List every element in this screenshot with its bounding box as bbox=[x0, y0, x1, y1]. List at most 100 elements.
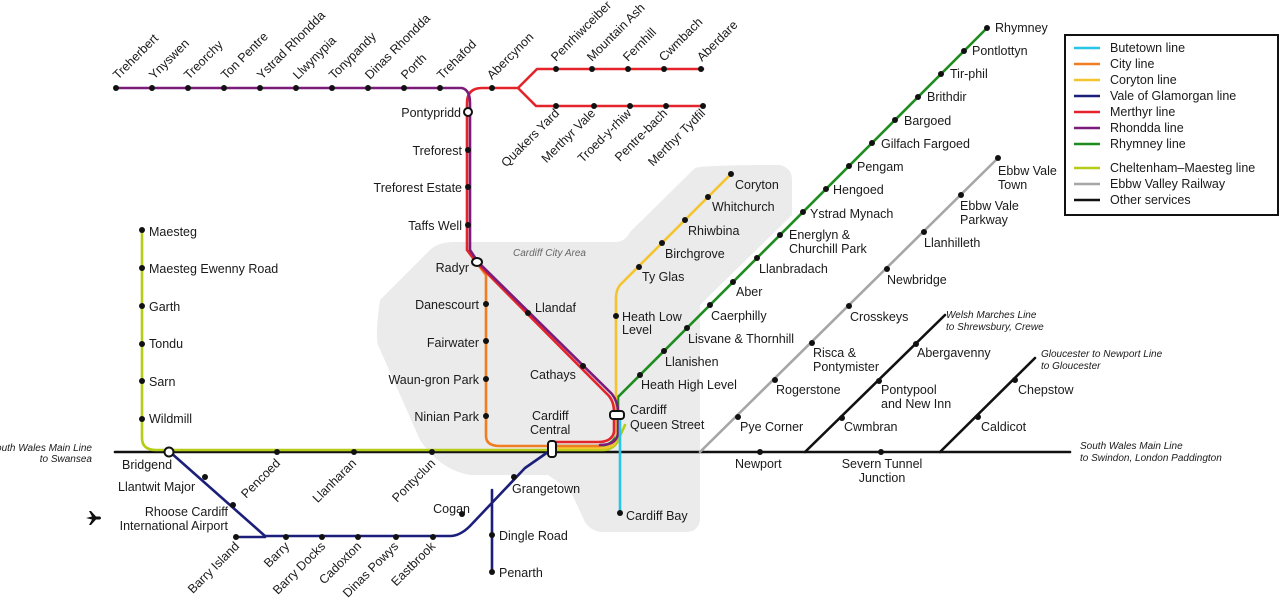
station-garth[interactable]: Garth bbox=[149, 300, 180, 314]
station-dot[interactable] bbox=[627, 103, 633, 109]
station-brithdir[interactable]: Brithdir bbox=[927, 90, 967, 104]
cardiff-central-interchange[interactable] bbox=[547, 440, 557, 458]
station-waun-gron-park[interactable]: Waun-gron Park bbox=[388, 373, 479, 387]
station-ystrad-mynach[interactable]: Ystrad Mynach bbox=[810, 207, 893, 221]
station-tondu[interactable]: Tondu bbox=[149, 337, 183, 351]
station-birchgrove[interactable]: Birchgrove bbox=[665, 247, 725, 261]
station-pencoed[interactable]: Pencoed bbox=[238, 456, 283, 501]
station-dot[interactable] bbox=[355, 534, 361, 540]
station-severn-tunnel-1[interactable]: Severn Tunnel bbox=[842, 457, 923, 471]
station-risca-2[interactable]: Pontymister bbox=[813, 360, 879, 374]
station-llanbradach[interactable]: Llanbradach bbox=[759, 262, 828, 276]
station-dot[interactable] bbox=[139, 416, 145, 422]
station-llantwit-major[interactable]: Llantwit Major bbox=[118, 480, 195, 494]
station-heath-low-level-1[interactable]: Heath Low bbox=[622, 310, 683, 324]
station-dot[interactable] bbox=[465, 222, 471, 228]
station-cardiff-queen-street-2[interactable]: Queen Street bbox=[630, 418, 705, 432]
station-dot[interactable] bbox=[661, 348, 667, 354]
station-dot[interactable] bbox=[580, 363, 586, 369]
station-dot[interactable] bbox=[839, 415, 845, 421]
station-dot[interactable] bbox=[591, 103, 597, 109]
station-dot[interactable] bbox=[636, 264, 642, 270]
station-dot[interactable] bbox=[730, 279, 736, 285]
station-dot[interactable] bbox=[483, 376, 489, 382]
station-dot[interactable] bbox=[705, 194, 711, 200]
station-whitchurch[interactable]: Whitchurch bbox=[712, 200, 775, 214]
station-dot[interactable] bbox=[876, 378, 882, 384]
station-pontypool-1[interactable]: Pontypool bbox=[881, 383, 937, 397]
station-cardiff-queen-street-1[interactable]: Cardiff bbox=[630, 403, 667, 417]
station-dot[interactable] bbox=[754, 255, 760, 261]
station-dot[interactable] bbox=[757, 449, 763, 455]
station-barry[interactable]: Barry bbox=[261, 539, 293, 571]
station-dot[interactable] bbox=[489, 85, 495, 91]
station-dot[interactable] bbox=[553, 66, 559, 72]
station-dot[interactable] bbox=[483, 413, 489, 419]
station-dot[interactable] bbox=[961, 48, 967, 54]
station-severn-tunnel-2[interactable]: Junction bbox=[859, 471, 906, 485]
station-pontypridd[interactable]: Pontypridd bbox=[401, 106, 461, 120]
station-treforest-estate[interactable]: Treforest Estate bbox=[374, 181, 463, 195]
station-gilfach-fargoed[interactable]: Gilfach Fargoed bbox=[881, 137, 970, 151]
station-newport[interactable]: Newport bbox=[735, 457, 782, 471]
station-dot[interactable] bbox=[525, 310, 531, 316]
station-dot[interactable] bbox=[257, 85, 263, 91]
station-treforest[interactable]: Treforest bbox=[412, 144, 462, 158]
station-pengam[interactable]: Pengam bbox=[857, 160, 904, 174]
station-penrhiwceiber[interactable]: Penrhiwceiber bbox=[548, 0, 614, 64]
pontypridd-interchange[interactable] bbox=[463, 107, 473, 117]
station-dot[interactable] bbox=[823, 186, 829, 192]
station-abergavenny[interactable]: Abergavenny bbox=[917, 346, 991, 360]
station-dot[interactable] bbox=[698, 66, 704, 72]
station-cogan[interactable]: Cogan bbox=[433, 502, 470, 516]
station-dot[interactable] bbox=[459, 511, 465, 517]
station-dot[interactable] bbox=[617, 510, 623, 516]
station-ty-glas[interactable]: Ty Glas bbox=[642, 270, 684, 284]
station-cardiff-central-1[interactable]: Cardiff bbox=[532, 409, 569, 423]
station-dot[interactable] bbox=[846, 303, 852, 309]
station-dot[interactable] bbox=[777, 232, 783, 238]
station-ebbw-vale-town-1[interactable]: Ebbw Vale bbox=[998, 164, 1057, 178]
station-dingle-road[interactable]: Dingle Road bbox=[499, 529, 568, 543]
station-dot[interactable] bbox=[293, 85, 299, 91]
station-dot[interactable] bbox=[185, 85, 191, 91]
station-risca-1[interactable]: Risca & bbox=[813, 346, 857, 360]
station-fairwater[interactable]: Fairwater bbox=[427, 336, 479, 350]
station-penarth[interactable]: Penarth bbox=[499, 566, 543, 580]
station-dot[interactable] bbox=[809, 340, 815, 346]
station-rhoose-1[interactable]: Rhoose Cardiff bbox=[145, 505, 229, 519]
station-dot[interactable] bbox=[846, 163, 852, 169]
station-ninian-park[interactable]: Ninian Park bbox=[414, 410, 479, 424]
station-dot[interactable] bbox=[139, 227, 145, 233]
station-dot[interactable] bbox=[319, 534, 325, 540]
station-dot[interactable] bbox=[351, 449, 357, 455]
station-dot[interactable] bbox=[682, 217, 688, 223]
radyr-interchange[interactable] bbox=[471, 257, 483, 267]
station-dot[interactable] bbox=[995, 155, 1001, 161]
station-dot[interactable] bbox=[202, 474, 208, 480]
station-hengoed[interactable]: Hengoed bbox=[833, 183, 884, 197]
station-pye-corner[interactable]: Pye Corner bbox=[740, 420, 803, 434]
station-dot[interactable] bbox=[728, 171, 734, 177]
station-cardiff-bay[interactable]: Cardiff Bay bbox=[626, 509, 688, 523]
station-dot[interactable] bbox=[283, 534, 289, 540]
station-bridgend[interactable]: Bridgend bbox=[122, 458, 172, 472]
station-dot[interactable] bbox=[958, 192, 964, 198]
station-dot[interactable] bbox=[663, 103, 669, 109]
station-dot[interactable] bbox=[489, 532, 495, 538]
station-abercynon[interactable]: Abercynon bbox=[484, 30, 536, 82]
station-grangetown[interactable]: Grangetown bbox=[512, 482, 580, 496]
station-llandaf[interactable]: Llandaf bbox=[535, 301, 577, 315]
station-dot[interactable] bbox=[465, 184, 471, 190]
station-dot[interactable] bbox=[221, 85, 227, 91]
station-dot[interactable] bbox=[365, 85, 371, 91]
station-dot[interactable] bbox=[483, 301, 489, 307]
station-dot[interactable] bbox=[393, 534, 399, 540]
station-dot[interactable] bbox=[735, 414, 741, 420]
station-rhiwbina[interactable]: Rhiwbina bbox=[688, 224, 739, 238]
station-bargoed[interactable]: Bargoed bbox=[904, 114, 951, 128]
station-caldicot[interactable]: Caldicot bbox=[981, 420, 1027, 434]
station-crosskeys[interactable]: Crosskeys bbox=[850, 310, 908, 324]
station-dot[interactable] bbox=[489, 569, 495, 575]
station-dot[interactable] bbox=[139, 265, 145, 271]
